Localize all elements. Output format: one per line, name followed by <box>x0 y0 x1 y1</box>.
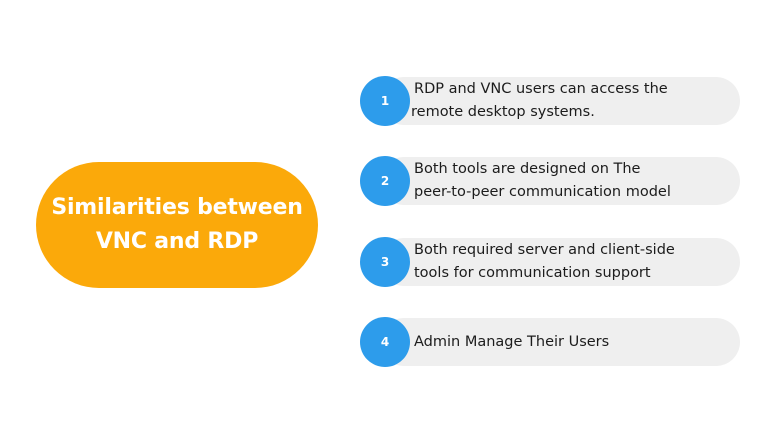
item-bar <box>380 318 740 366</box>
item-text-line-2: tools for communication support <box>414 265 651 281</box>
item-text-line-1: Admin Manage Their Users <box>414 333 610 350</box>
title-pill: Similarities between VNC and RDP <box>36 162 318 288</box>
diagram-title: Similarities between VNC and RDP <box>51 191 303 259</box>
similarity-item-2: 2 Both tools are designed on The peer-to… <box>360 156 742 206</box>
item-bar <box>380 77 740 125</box>
item-text-line-1: RDP and VNC users can access the <box>414 81 668 97</box>
number-circle: 4 <box>360 317 410 367</box>
number-circle: 2 <box>360 156 410 206</box>
similarity-item-3: 3 Both required server and client-side t… <box>360 237 742 287</box>
title-line-2: VNC and RDP <box>95 229 259 254</box>
item-bar <box>380 238 740 286</box>
item-text: Both tools are designed on The peer-to-p… <box>414 156 736 206</box>
number-circle: 3 <box>360 237 410 287</box>
similarity-item-1: 1 RDP and VNC users can access the remot… <box>360 76 742 126</box>
similarity-item-4: 4 Admin Manage Their Users <box>360 317 742 367</box>
title-line-1: Similarities between <box>51 195 303 220</box>
item-text: Both required server and client-side too… <box>414 237 736 287</box>
item-text-line-1: Both tools are designed on The <box>414 161 641 177</box>
item-text: Admin Manage Their Users <box>414 317 736 367</box>
item-text-line-2: peer-to-peer communication model <box>414 184 671 200</box>
item-text-line-1: Both required server and client-side <box>414 242 675 258</box>
item-text-line-2: remote desktop systems. <box>411 104 595 120</box>
item-text: RDP and VNC users can access the remote … <box>411 76 736 126</box>
item-bar <box>380 157 740 205</box>
number-circle: 1 <box>360 76 410 126</box>
